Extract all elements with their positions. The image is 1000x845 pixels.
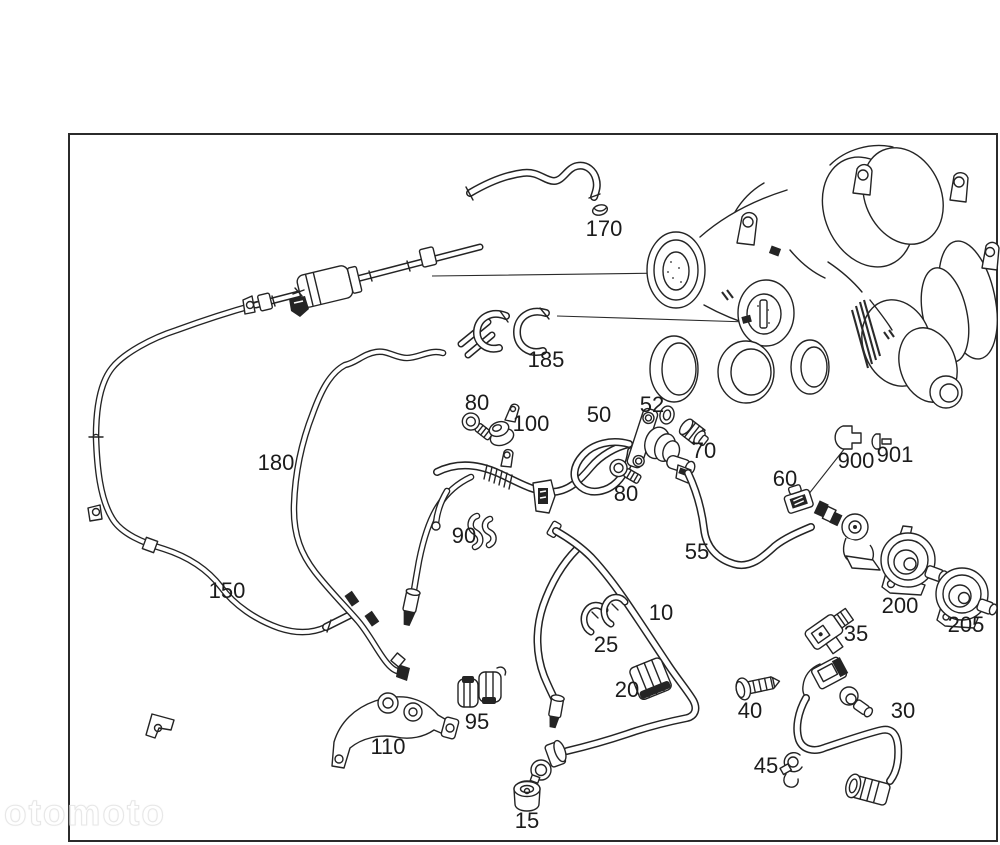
hose-end-holder-55: [813, 500, 881, 571]
plug-901: [871, 433, 892, 450]
quick-connector: [402, 588, 421, 627]
hose-clip-170: [591, 204, 609, 216]
mount-lug: [736, 163, 1000, 271]
watermark-logo: otomoto: [3, 791, 166, 833]
turbo-engine-assembly: [646, 144, 1000, 409]
part-label-200: 200: [882, 593, 919, 618]
part-label-100: 100: [513, 411, 550, 436]
part-label-185: 185: [528, 347, 565, 372]
part-label-30: 30: [891, 698, 915, 723]
clips-25: [584, 597, 625, 632]
pipe-150: [87, 304, 350, 632]
clamp-45: [779, 752, 803, 788]
valve-30-assembly: [802, 656, 874, 718]
hose-assembly-50: [402, 442, 631, 627]
clamp-90: [467, 512, 497, 551]
part-label-25: 25: [594, 632, 618, 657]
connector-900: [834, 425, 862, 450]
part-label-180: 180: [258, 450, 295, 475]
part-label-80-left: 80: [465, 390, 489, 415]
part-label-10: 10: [649, 600, 673, 625]
bracket-60: [783, 484, 814, 514]
sensor-35: [804, 607, 855, 655]
corrugated-section: [483, 464, 513, 490]
bolt-80-right: [609, 458, 642, 484]
part-label-35: 35: [844, 621, 868, 646]
clips-95: [457, 666, 507, 708]
plug-70: [678, 418, 709, 447]
part-label-70: 70: [692, 438, 716, 463]
part-label-900: 900: [838, 448, 875, 473]
bolt-80-left: [461, 412, 494, 441]
part-label-52: 52: [640, 392, 664, 417]
part-label-110: 110: [370, 734, 405, 759]
hose-30: [797, 698, 898, 806]
cap-15: [513, 780, 541, 812]
connector-20: [629, 657, 672, 701]
grommet-100: [488, 403, 520, 447]
bore-texture: [667, 261, 770, 324]
part-label-150: 150: [209, 578, 246, 603]
part-label-901: 901: [877, 442, 914, 467]
pipe-180: [294, 352, 443, 681]
part-label-45: 45: [754, 753, 778, 778]
hose-30-fitting: [845, 773, 891, 806]
c-hoses-185: [461, 307, 549, 355]
branch-connector: [548, 694, 565, 729]
hose-170: [465, 166, 600, 200]
part-label-90: 90: [452, 523, 476, 548]
seal-ring-52: [659, 405, 675, 425]
part-label-55: 55: [685, 539, 709, 564]
diagram-frame: [68, 133, 998, 842]
fuel-filter-line: [242, 247, 480, 317]
part-label-15: 15: [515, 808, 539, 833]
small-bracket: [145, 713, 175, 739]
part-label-50: 50: [587, 402, 611, 427]
part-label-205: 205: [948, 612, 985, 637]
fuel-line-10: [529, 520, 695, 784]
part-label-20: 20: [615, 677, 639, 702]
bracket-110: [331, 692, 460, 769]
part-label-80-right: 80: [614, 481, 638, 506]
hose-55: [675, 464, 811, 565]
part-label-95: 95: [465, 709, 489, 734]
inline-fuel-filter: [296, 265, 363, 308]
valve-50: [626, 407, 696, 475]
heat-shield-hatch: [850, 299, 882, 369]
part-label-60: 60: [773, 466, 797, 491]
bolt-40: [735, 676, 781, 701]
line-10-fitting: [544, 739, 567, 768]
valve-205: [935, 567, 998, 629]
part-label-40: 40: [738, 698, 762, 723]
part-label-170: 170: [586, 216, 623, 241]
